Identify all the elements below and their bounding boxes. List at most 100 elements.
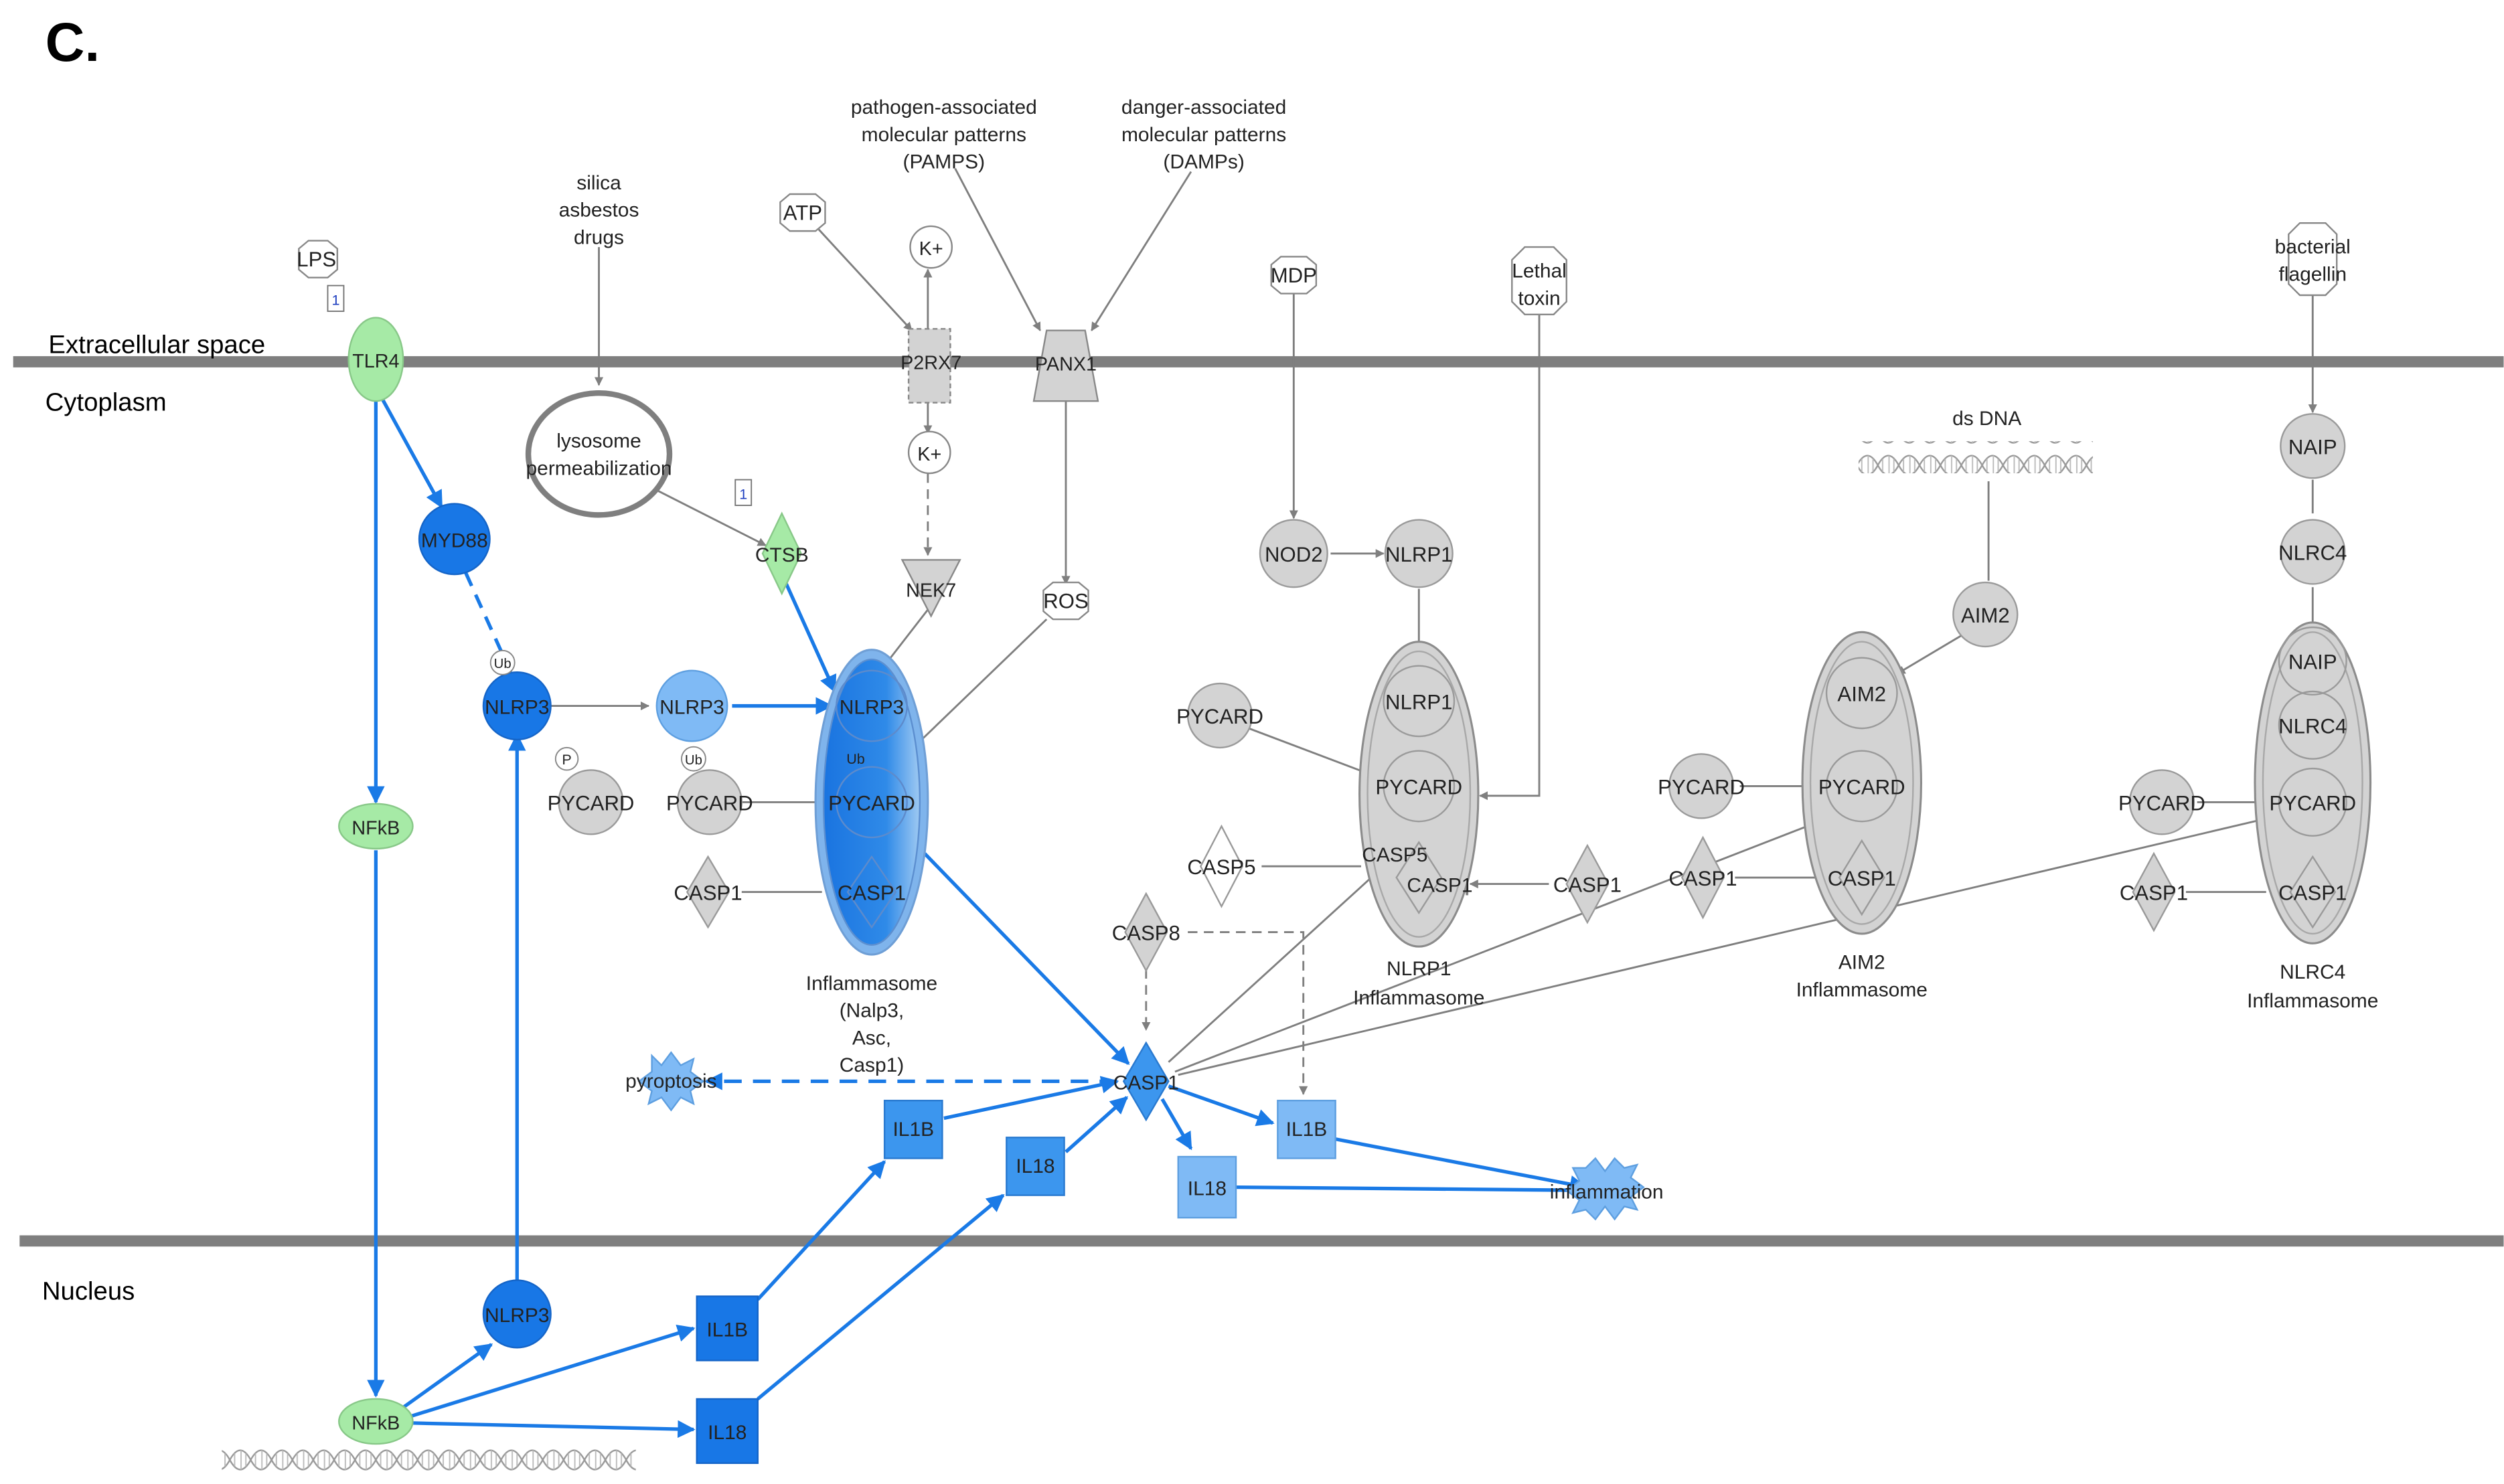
node-k-plus-bottom[interactable]: K+ — [907, 430, 951, 475]
node-nlrp1-infl-pycard-label: PYCARD — [1375, 775, 1462, 799]
nuclear-dna-helix — [222, 1440, 636, 1473]
node-nlrc4-infl-pycard-label: PYCARD — [2269, 791, 2356, 815]
node-il18-cyto-left[interactable]: IL18 — [1006, 1137, 1065, 1196]
label-pamps-3: (PAMPS) — [903, 151, 986, 173]
node-casp1-left-label: CASP1 — [674, 882, 742, 905]
node-myd88[interactable]: MYD88 — [418, 503, 491, 576]
node-inflammation[interactable]: inflammation — [1550, 1157, 1664, 1221]
node-nfkb-nucleus-label: NFkB — [351, 1413, 400, 1434]
node-nlrp1[interactable]: NLRP1 — [1384, 519, 1454, 588]
external-labels: silica asbestos drugs pathogen-associate… — [559, 96, 2379, 1076]
node-pycard-ub[interactable]: PYCARD — [666, 769, 753, 835]
node-nek7[interactable]: NEK7 — [901, 559, 961, 618]
node-nlrc4-label: NLRC4 — [2278, 541, 2347, 564]
complex-nlrp3-inflammasome[interactable] — [814, 649, 929, 956]
label-damps-2: molecular patterns — [1121, 124, 1286, 146]
node-lethal-label-1: Lethal — [1512, 260, 1567, 282]
label-inflammasome-2: (Nalp3, — [840, 1000, 905, 1022]
node-il1b-cyto-left[interactable]: IL1B — [883, 1099, 943, 1159]
node-il1b-nucleus[interactable]: IL1B — [696, 1295, 759, 1362]
node-pycard-aim2[interactable]: PYCARD — [1658, 753, 1745, 819]
node-il18-nucleus[interactable]: IL18 — [696, 1398, 759, 1465]
ds-dna-helix — [1858, 441, 2093, 474]
label-damps-3: (DAMPs) — [1163, 151, 1244, 173]
node-casp1-central[interactable]: CASP1 — [1113, 1041, 1179, 1122]
complex-aim2-inflammasome[interactable] — [1801, 631, 1923, 935]
node-naip[interactable]: NAIP — [2280, 413, 2346, 479]
label-damps-1: danger-associated — [1121, 96, 1286, 118]
node-casp8-label: CASP8 — [1112, 921, 1180, 944]
label-pamps-2: molecular patterns — [862, 124, 1026, 146]
node-inflammasome-nlrp3-label: NLRP3 — [840, 697, 905, 719]
node-nlrp1-infl-casp1-label: CASP1 — [1407, 875, 1472, 897]
label-aim2-infl-2: Inflammasome — [1796, 979, 1928, 1001]
label-nlrc4-infl-2: Inflammasome — [2247, 990, 2378, 1012]
node-aim2[interactable]: AIM2 — [1952, 581, 2019, 648]
node-mdp[interactable]: MDP — [1270, 256, 1318, 295]
node-casp1-aim2[interactable]: CASP1 — [1668, 835, 1737, 920]
gray-edges — [533, 167, 2317, 1095]
node-nlrc4-infl-casp1-label: CASP1 — [2278, 882, 2347, 905]
node-lps[interactable]: LPS — [297, 240, 339, 278]
blue-edges — [367, 392, 1594, 1438]
node-p2rx7[interactable]: P2RX7 — [901, 328, 961, 404]
node-ros[interactable]: ROS — [1042, 581, 1089, 621]
node-casp1-nlrc4[interactable]: CASP1 — [2120, 851, 2188, 932]
node-casp1-left[interactable]: CASP1 — [674, 855, 742, 929]
node-lysosome-label-2: permeabilization — [526, 457, 672, 479]
complex-nlrc4-inflammasome[interactable] — [2254, 621, 2372, 944]
label-inflammasome-4: Casp1) — [840, 1054, 905, 1076]
node-ros-label: ROS — [1043, 589, 1088, 612]
node-pycard-left[interactable]: PYCARD — [548, 769, 635, 835]
node-nfkb-cytoplasm[interactable]: NFkB — [338, 803, 414, 850]
node-panx1[interactable]: PANX1 — [1032, 329, 1099, 402]
node-nlrc4[interactable]: NLRC4 — [2278, 519, 2347, 585]
node-atp[interactable]: ATP — [779, 193, 826, 232]
label-inflammasome-1: Inflammasome — [806, 973, 937, 995]
nuclear-membrane — [19, 1235, 2504, 1247]
node-nlrp3-light[interactable]: NLRP3 — [655, 669, 728, 742]
label-nlrp1-infl-2: Inflammasome — [1353, 987, 1484, 1009]
node-pyroptosis[interactable]: pyroptosis — [625, 1051, 717, 1112]
node-tlr4[interactable]: TLR4 — [347, 317, 404, 402]
node-casp1-nlrp1-side[interactable]: CASP1 — [1553, 843, 1622, 924]
node-pycard-nlrc4[interactable]: PYCARD — [2118, 769, 2205, 835]
node-tlr4-label: TLR4 — [352, 351, 399, 372]
panel-label: C. — [46, 12, 100, 73]
node-casp8[interactable]: CASP8 — [1112, 892, 1180, 973]
node-pycard-mid-label: PYCARD — [1176, 705, 1263, 728]
node-k-plus-top[interactable]: K+ — [909, 225, 953, 269]
node-casp1-central-label: CASP1 — [1113, 1072, 1179, 1094]
node-nlrp3-nucleus-label: NLRP3 — [485, 1305, 550, 1327]
node-nfkb-nucleus[interactable]: NFkB — [338, 1398, 414, 1445]
node-pycard-mid[interactable]: PYCARD — [1176, 682, 1263, 749]
node-ctsb[interactable]: CTSB — [755, 511, 809, 596]
node-myd88-label: MYD88 — [421, 529, 488, 552]
node-il18-cyto-left-label: IL18 — [1016, 1155, 1054, 1177]
node-lysosome-permeabilization[interactable]: lysosome permeabilization — [525, 390, 673, 518]
node-panx1-label: PANX1 — [1035, 354, 1097, 376]
node-casp1-aim2-label: CASP1 — [1668, 867, 1737, 890]
node-il18-cyto-right[interactable]: IL18 — [1177, 1155, 1237, 1219]
node-il18-nucleus-label: IL18 — [708, 1422, 747, 1444]
node-nod2[interactable]: NOD2 — [1259, 519, 1328, 588]
node-lethal-toxin[interactable]: Lethal toxin — [1511, 246, 1567, 315]
node-nlrp3-nucleus[interactable]: NLRP3 — [482, 1279, 552, 1349]
node-pycard-ub-label: PYCARD — [666, 791, 753, 815]
node-lethal-label-2: toxin — [1518, 287, 1560, 309]
label-nlrc4-infl-1: NLRC4 — [2280, 961, 2345, 983]
node-bact-label-2: flagellin — [2278, 263, 2347, 285]
node-il1b-cyto-right[interactable]: IL1B — [1277, 1099, 1336, 1159]
count-badge: 1 — [327, 284, 345, 312]
complex-nlrp1-inflammasome[interactable] — [1358, 641, 1480, 948]
compartment-extracellular: Extracellular space — [48, 330, 265, 359]
node-mdp-label: MDP — [1271, 264, 1317, 287]
ub-badge: Ub — [680, 746, 706, 772]
label-inflammasome-3: Asc, — [852, 1027, 891, 1049]
node-bacterial-flagellin[interactable]: bacterial flagellin — [2275, 222, 2351, 297]
node-pycard-left-label: PYCARD — [548, 791, 635, 815]
node-nlrp3-light-label: NLRP3 — [659, 697, 724, 719]
node-nlrp3-ub[interactable]: NLRP3 — [482, 671, 552, 741]
node-casp5[interactable]: CASP5 — [1187, 824, 1256, 908]
